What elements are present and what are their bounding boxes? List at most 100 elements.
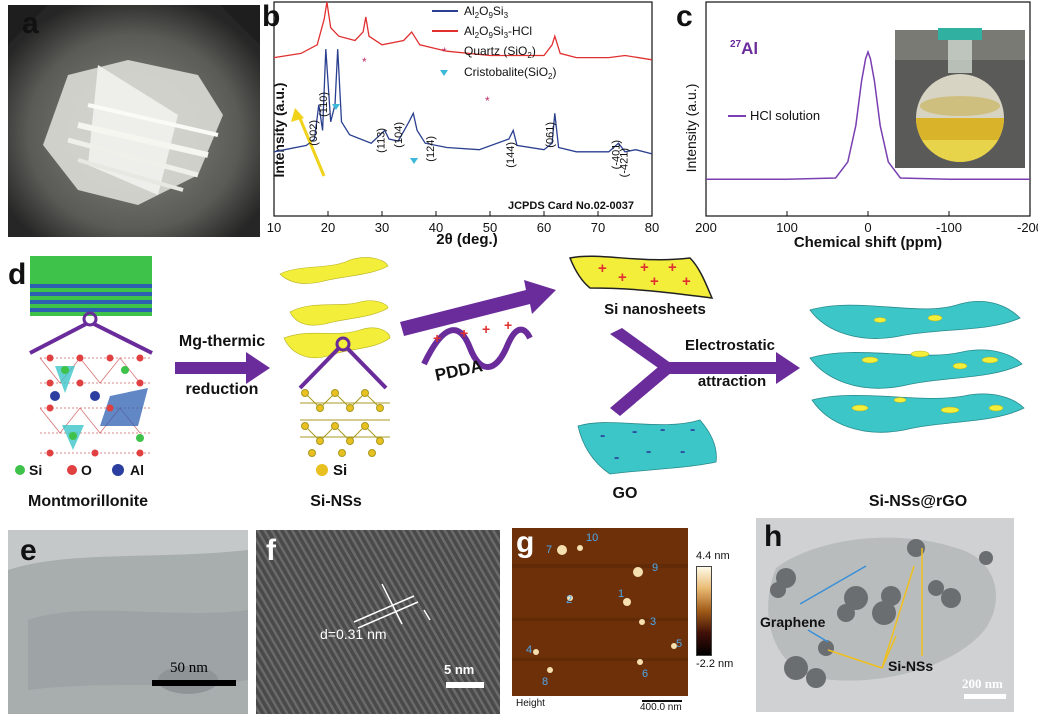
svg-text:+: + bbox=[640, 259, 649, 276]
afm-colorbar-max: 4.4 nm bbox=[696, 550, 730, 562]
afm-spot-label: 4 bbox=[526, 644, 532, 656]
nmr-xtick-label: 0 bbox=[864, 220, 871, 235]
afm-spot-label: 2 bbox=[566, 594, 572, 606]
legend-al2o9si3: Al2O9Si3 bbox=[464, 4, 509, 20]
afm-spot-label: 7 bbox=[546, 544, 552, 556]
legend-quartz: Quartz (SiO2) bbox=[464, 44, 536, 60]
si-legend-dot bbox=[15, 465, 25, 475]
al-legend-label: Al bbox=[130, 462, 144, 478]
xrd-peak-label: (113) bbox=[376, 128, 388, 153]
graphene-label: Graphene bbox=[760, 614, 825, 630]
tem-image-e: e 50 nm bbox=[8, 530, 248, 714]
svg-text:-: - bbox=[600, 427, 605, 444]
legend-cristobalite: Cristobalite(SiO2) bbox=[464, 65, 556, 81]
nmr-legend-label: HCl solution bbox=[750, 108, 820, 123]
schematic: Si O Al Montmorillonite Mg-thermic reduc… bbox=[0, 248, 1038, 518]
quartz-marker: * bbox=[362, 55, 367, 69]
pdda-label: PDDA bbox=[433, 356, 484, 385]
legend-al2o9si3-hcl: Al2O9Si3-HCl bbox=[464, 24, 532, 40]
afm-colorbar bbox=[696, 566, 712, 656]
electrostatic-label-1: Electrostatic bbox=[685, 337, 775, 354]
legend-cristobalite-marker bbox=[440, 70, 448, 76]
xrd-xtick-label: 20 bbox=[321, 220, 335, 235]
xrd-peak-labels: (002)(110)(113)(104)(124)(144)(061)(-401… bbox=[308, 92, 631, 177]
afm-spot-label: 1 bbox=[618, 588, 624, 600]
xrd-series-line-0 bbox=[274, 49, 652, 154]
xrd-axes bbox=[274, 2, 652, 216]
xrd-xtick-label: 60 bbox=[537, 220, 551, 235]
afm-height-label: Height bbox=[516, 698, 545, 709]
al-legend-dot bbox=[112, 464, 124, 476]
panel-letter-h: h bbox=[764, 520, 782, 554]
si-nss-label: Si-NSs bbox=[310, 493, 362, 510]
afm-spot-label: 9 bbox=[652, 562, 658, 574]
xrd-peak-label: (124) bbox=[425, 136, 437, 162]
si-lattice bbox=[300, 390, 390, 457]
tem-image-e-graphic bbox=[8, 530, 248, 714]
svg-text:-: - bbox=[614, 449, 619, 466]
scale-label-f: 5 nm bbox=[444, 662, 474, 677]
montmorillonite-label: Montmorillonite bbox=[28, 493, 148, 510]
cristobalite-marker bbox=[332, 104, 340, 110]
afm-spot-label: 3 bbox=[650, 616, 656, 628]
chart-nmr: Intensity (a.u.) Chemical shift (ppm) 20… bbox=[668, 0, 1038, 250]
go-label: GO bbox=[613, 485, 638, 502]
svg-text:+: + bbox=[460, 325, 468, 341]
nmr-title: 27Al bbox=[730, 39, 758, 58]
zoom-line bbox=[348, 349, 386, 388]
xrd-xtick-label: 50 bbox=[483, 220, 497, 235]
xrd-frame bbox=[274, 2, 652, 216]
xrd-xtick-label: 40 bbox=[429, 220, 443, 235]
afm-image-graphic bbox=[512, 528, 688, 696]
o-legend-dot bbox=[67, 465, 77, 475]
zoom-line bbox=[94, 324, 152, 353]
svg-text:+: + bbox=[682, 273, 691, 290]
nmr-xtick-label: 200 bbox=[695, 220, 717, 235]
si-atom-dot bbox=[316, 464, 328, 476]
svg-text:+: + bbox=[482, 321, 490, 337]
arrow-mg-thermic bbox=[175, 352, 270, 384]
afm-spot-label: 5 bbox=[676, 638, 682, 650]
xrd-peak-label: (110) bbox=[318, 92, 330, 117]
svg-text:-: - bbox=[660, 421, 665, 438]
svg-text:-: - bbox=[680, 443, 685, 460]
panel-letter-f: f bbox=[266, 534, 276, 568]
afm-image: 12345678910 g bbox=[512, 528, 688, 696]
afm-scale-label: 400.0 nm bbox=[640, 702, 682, 713]
xrd-xtick-label: 80 bbox=[645, 220, 659, 235]
svg-text:-: - bbox=[690, 421, 695, 438]
quartz-marker: * bbox=[485, 94, 490, 108]
scale-bar-e bbox=[152, 680, 236, 686]
xrd-xtick-label: 70 bbox=[591, 220, 605, 235]
afm-spot-label: 6 bbox=[642, 668, 648, 680]
electrostatic-label-2: attraction bbox=[698, 373, 766, 390]
nmr-xtick-label: -200 bbox=[1017, 220, 1038, 235]
panel-letter-e: e bbox=[20, 534, 37, 568]
mg-thermic-label-1: Mg-thermic bbox=[179, 333, 265, 350]
scale-bar-f bbox=[446, 682, 484, 688]
xrd-peak-label: (061) bbox=[545, 122, 557, 148]
afm-spot-label: 8 bbox=[542, 676, 548, 688]
xrd-series-line-1 bbox=[274, 2, 652, 60]
dspacing-label: d=0.31 nm bbox=[320, 626, 387, 642]
si-atom-label: Si bbox=[333, 462, 347, 479]
xrd-ylabel-text: Intensity (a.u.) bbox=[271, 83, 287, 178]
jcpds-annotation: JCPDS Card No.02-0037 bbox=[508, 200, 634, 212]
afm-colorbar-min: -2.2 nm bbox=[696, 658, 733, 670]
si-nss-rgo-composite bbox=[810, 301, 1024, 432]
panel-letter-a: a bbox=[22, 7, 39, 41]
xrd-ylabel: Intensity (a.u.) bbox=[271, 83, 287, 178]
svg-text:+: + bbox=[618, 269, 627, 286]
montmorillonite-layers bbox=[30, 256, 152, 316]
xrd-legend: Al2O9Si3 Al2O9Si3-HCl * Quartz (SiO2) Cr… bbox=[432, 4, 556, 81]
xrd-peak-label: (144) bbox=[505, 142, 517, 168]
svg-text:+: + bbox=[504, 317, 512, 333]
legend-quartz-marker: * bbox=[442, 45, 447, 59]
si-nanosheets-label: Si nanosheets bbox=[604, 301, 706, 318]
svg-text:+: + bbox=[433, 330, 441, 346]
nmr-ylabel: Intensity (a.u.) bbox=[683, 84, 699, 173]
xrd-peak-label: (002) bbox=[308, 120, 320, 146]
arrow-merge-bottom bbox=[610, 362, 672, 416]
panel-letter-g: g bbox=[516, 528, 534, 560]
